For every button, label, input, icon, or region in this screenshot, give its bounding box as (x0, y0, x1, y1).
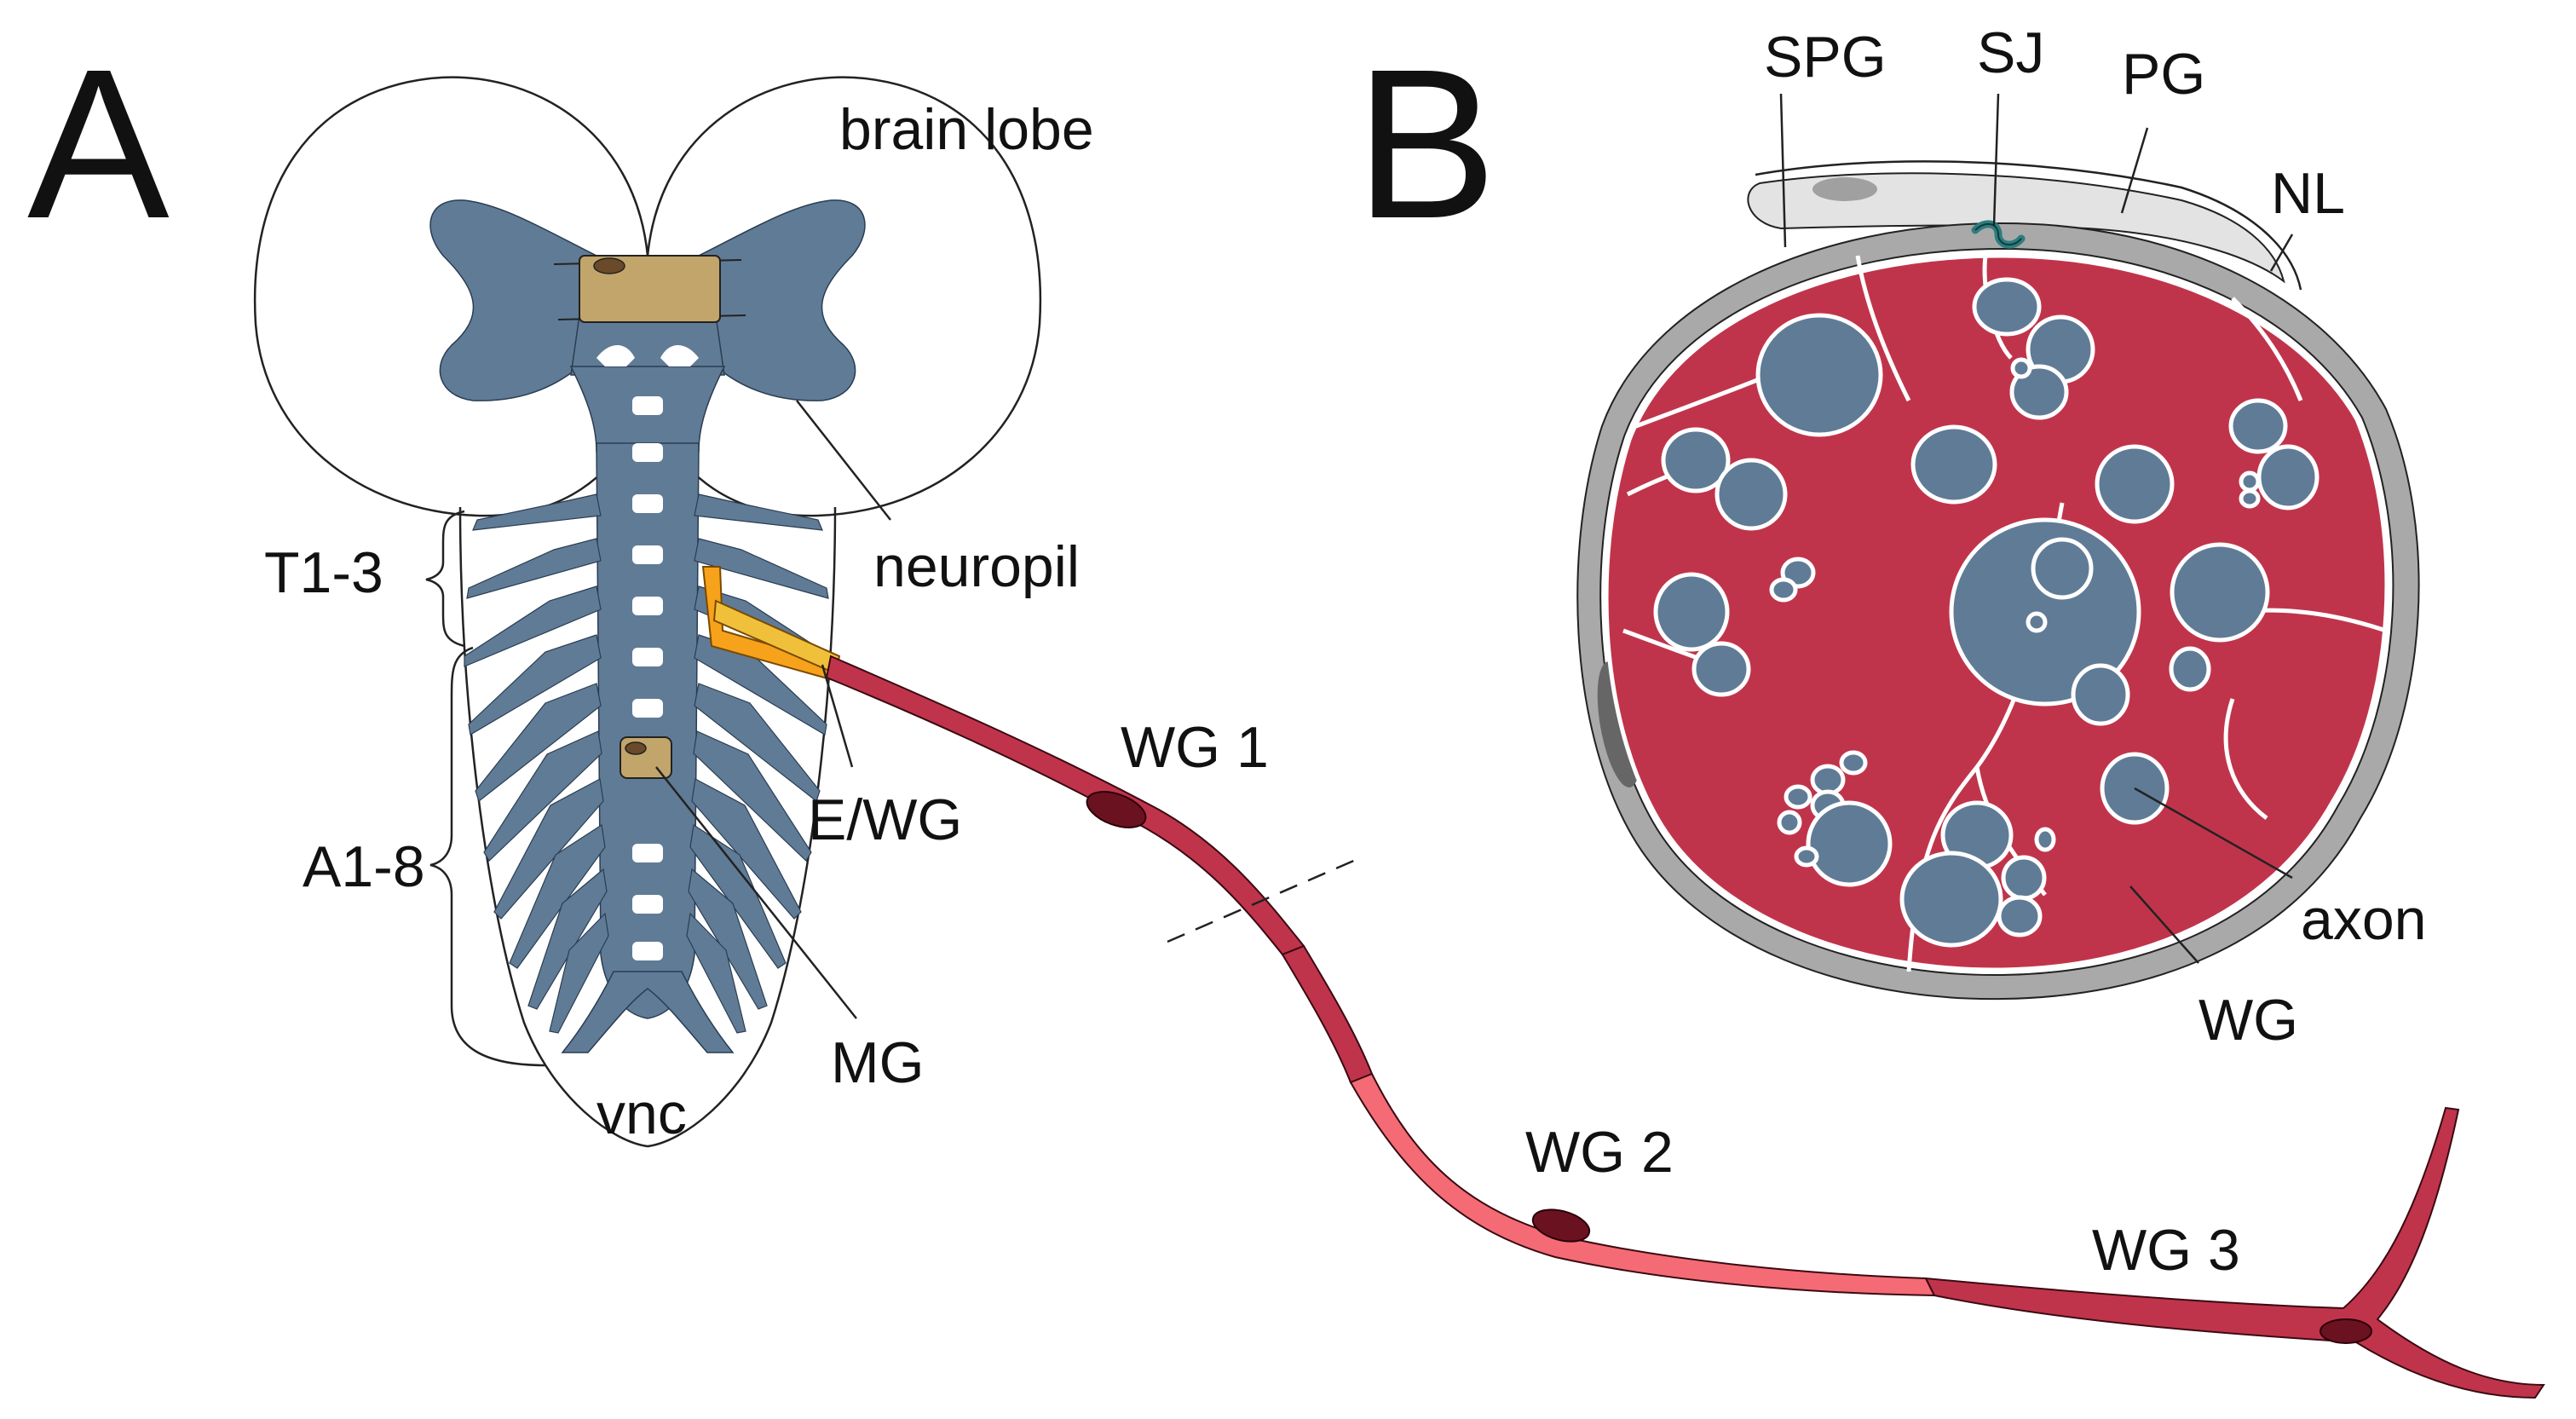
panel-b: B (1355, 20, 2426, 1053)
label-pg: PG (2122, 42, 2205, 107)
label-vnc: vnc (596, 1082, 687, 1146)
vnc-midline-glia (620, 736, 672, 779)
vnc-outline (458, 506, 837, 1148)
vnc-pores (632, 396, 663, 960)
panel-a: A (27, 25, 2545, 1399)
nl-leader (2269, 234, 2294, 272)
label-wg2: WG 2 (1525, 1120, 1674, 1185)
perineurial-glia (1747, 172, 2285, 284)
pg-leader (2120, 127, 2149, 214)
septate-junction-outline (1974, 222, 2022, 246)
axons (1653, 277, 2320, 948)
label-a1-8: A1-8 (303, 834, 425, 899)
nerve-wrapping-glia (825, 655, 2545, 1399)
label-axon: axon (2301, 887, 2426, 952)
brain-pores (596, 345, 699, 366)
label-wg1: WG 1 (1121, 715, 1269, 780)
subperineurial-glia (1576, 222, 2420, 1001)
perineurial-nucleus (1812, 177, 1877, 201)
axon-leader (2134, 787, 2293, 880)
spg-leader (1779, 93, 1787, 248)
panel-b-letter: B (1355, 25, 1497, 262)
e-wg-leader (821, 664, 854, 768)
t1-3-brace (425, 510, 465, 648)
label-wg: WG (2199, 988, 2298, 1053)
label-neuropil: neuropil (873, 534, 1080, 599)
label-sj: SJ (1977, 20, 2044, 85)
left-segmental-nerves (464, 493, 609, 1034)
neural-lamella (1755, 160, 2302, 291)
label-wg3: WG 3 (2092, 1218, 2240, 1283)
mg-leader (655, 766, 857, 1019)
label-e-wg: E/WG (808, 787, 962, 852)
label-mg: MG (831, 1030, 925, 1095)
neuropil-leader (796, 400, 891, 521)
label-spg: SPG (1764, 25, 1887, 89)
label-brain-lobe: brain lobe (839, 97, 1094, 162)
panel-a-letter: A (27, 25, 170, 262)
label-t1-3: T1-3 (264, 540, 383, 605)
a1-8-brace (429, 646, 546, 1067)
sj-leader (1992, 93, 2000, 227)
wg-leader (2129, 885, 2199, 964)
label-nl: NL (2271, 161, 2345, 226)
brain-midline-glia (579, 255, 721, 323)
neuropil (429, 199, 866, 1053)
